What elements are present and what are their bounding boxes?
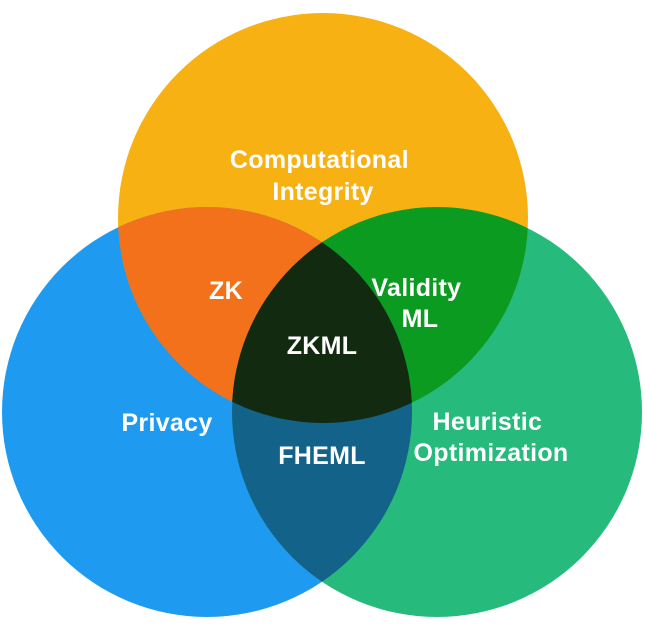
label-line: Integrity	[272, 178, 373, 206]
label-computational-integrity: Computational Integrity	[230, 146, 416, 206]
label-fheml: FHEML	[278, 442, 366, 470]
label-zkml: ZKML	[287, 332, 358, 360]
label-validity-ml: Validity ML	[371, 274, 468, 333]
label-heuristic-optimization: Heuristic Optimization	[414, 408, 569, 467]
label-privacy: Privacy	[121, 409, 212, 437]
label-line: Validity	[371, 274, 461, 302]
region-zkml-group	[232, 207, 412, 423]
region-zkml	[232, 207, 412, 423]
label-line: Heuristic	[433, 408, 543, 436]
label-zk: ZK	[209, 277, 243, 305]
label-line: Computational	[230, 146, 409, 174]
label-line: ML	[402, 305, 439, 333]
label-line: Optimization	[414, 439, 569, 467]
